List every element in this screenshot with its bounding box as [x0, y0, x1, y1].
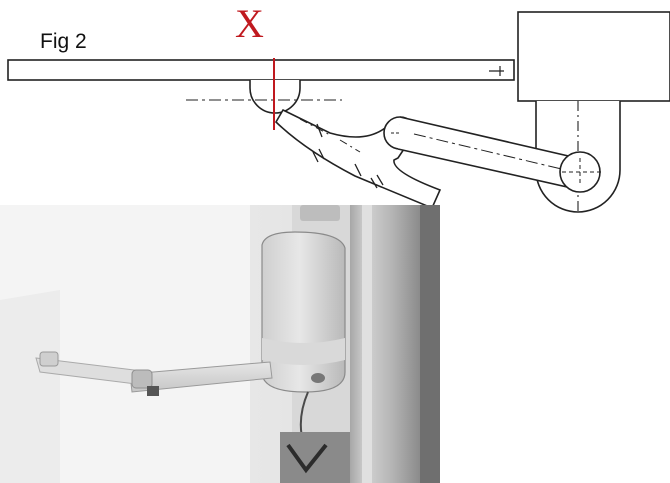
photo-arm-clip: [147, 386, 159, 396]
photo-arm-joint: [131, 369, 153, 389]
photo-lower-bracket-detail: [286, 443, 328, 474]
motor-cover: [261, 231, 346, 393]
photo-left-shadow: [0, 290, 60, 483]
curved-arm-ticks: [299, 118, 384, 189]
photo: [0, 205, 440, 483]
gate-leaf: [7, 59, 515, 81]
gate-post-edge: [362, 205, 372, 483]
photo-arm-end: [39, 351, 59, 367]
motor-pivot-center: [562, 158, 604, 186]
diagram: [7, 11, 670, 213]
photo-straight-arm: [129, 361, 273, 393]
gate-post: [345, 205, 430, 483]
motor-cover-band: [262, 338, 345, 365]
motor-cover-logo: [311, 373, 325, 383]
gate-leaf-end-mark: [489, 66, 504, 76]
straight-arm-axis: [413, 133, 575, 173]
x-marker-label: X: [235, 1, 264, 46]
gate-post-shadow: [420, 205, 440, 483]
figure-label: Fig 2: [40, 30, 87, 53]
post-bracket: [517, 11, 670, 102]
mounting-plate-top: [300, 205, 340, 221]
